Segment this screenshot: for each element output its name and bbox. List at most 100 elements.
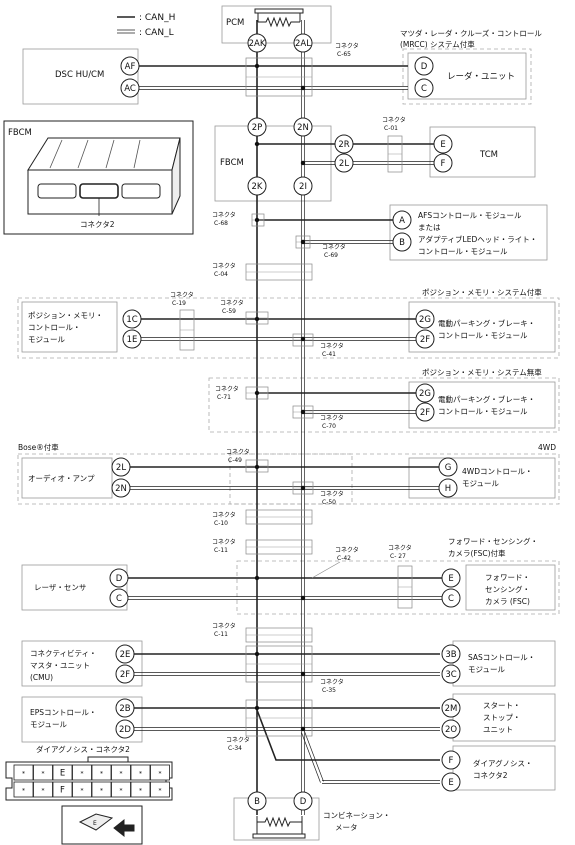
dlc-cell-r2-c6 <box>111 781 131 798</box>
junction-eps-h <box>254 705 260 711</box>
afs-line3: アダプティブLEDヘッド・ライト・ <box>418 234 537 244</box>
dlc-cell-r2-c1 <box>13 781 34 798</box>
dlc-cell-r1-c4 <box>72 764 92 781</box>
epb2-pin-h-label: 2G <box>419 389 431 399</box>
dlc-cell-r1-c8-label: * <box>159 771 162 778</box>
connector-c27-id: C- 27 <box>390 553 406 560</box>
fourwd-pin-h-circle <box>438 457 458 477</box>
afs-box <box>389 204 548 261</box>
afs-line2: または <box>418 223 441 232</box>
fbcm-pin-top-h-label: 2P <box>252 123 263 133</box>
junction-dsc-l <box>300 85 306 91</box>
connector-c49-word: コネクタ <box>226 448 250 456</box>
fbcm-pin-bot-l-circle <box>293 176 313 196</box>
connector-c27-word: コネクタ <box>388 544 412 552</box>
connector-c10-id: C-10 <box>214 520 228 527</box>
dlc-cell-r1-c7-label: * <box>139 771 142 778</box>
dlc-cell-r2-c6-label: * <box>120 788 123 795</box>
fbcm-inset: FBCM コネクタ2 <box>3 120 194 235</box>
pos-mem-module-box <box>21 301 118 353</box>
pcm-pin-l-label: 2AL <box>295 39 311 49</box>
pos-mem-line2: コントロール・ <box>28 323 81 332</box>
connector-c19-word: コネクタ <box>170 291 194 299</box>
connector-c71-word: コネクタ <box>215 385 239 393</box>
epb1-pin-l-circle <box>415 329 435 349</box>
diag-can-h <box>256 709 440 761</box>
junction-cmu-h <box>254 651 260 657</box>
laser-pin-h-label: D <box>116 574 123 584</box>
mrcc-note-line1: マツダ・レーダ・クルーズ・コントロール <box>400 28 542 38</box>
dsc-box <box>22 48 139 105</box>
radar-pin-h-label: D <box>421 62 428 72</box>
cmu-line3: (CMU) <box>30 673 53 682</box>
fourwd-note: 4WD <box>538 443 556 452</box>
dlc-cell-r2-c8 <box>150 781 170 798</box>
diag-can-l-diag-b <box>304 731 324 782</box>
cmu-pin-l-label: 2F <box>120 670 130 680</box>
dlc-cell-r2-c4 <box>72 781 92 798</box>
laser-pin-l-circle <box>109 588 129 608</box>
epb2-pin-l-label: 2F <box>420 408 430 418</box>
connector-c35-id: C-35 <box>322 687 336 694</box>
dlc-cell-r2-c7-label: * <box>139 788 142 795</box>
diag-pin-l-label: E <box>448 778 453 788</box>
junction-epb2-h <box>254 390 260 396</box>
fbcm-inset-tag: FBCM <box>8 128 32 138</box>
diag-can-l-diag-a <box>301 732 321 783</box>
connector-c04-word: コネクタ <box>212 262 236 270</box>
dlc-cell-r1-c3 <box>52 764 73 781</box>
afs-line1: AFSコントロール・モジュール <box>418 211 522 220</box>
junction-laser-l <box>300 595 306 601</box>
legend: : CAN_H : CAN_L <box>117 13 175 38</box>
epb1-box <box>408 301 556 353</box>
junction-audio-h <box>254 464 260 470</box>
bose-note: Bose®付車 <box>18 442 59 452</box>
fbcm-pin-bot-l-label: 2I <box>299 182 307 192</box>
pos-mem-line3: モジュール <box>28 335 65 344</box>
pos-mem-with-note: ポジション・メモリ・システム付車 <box>422 287 542 297</box>
epb2-line2: コントロール・モジュール <box>438 407 528 416</box>
audio-pin-l-circle <box>111 478 131 498</box>
sas-pin-l-label: 3C <box>445 670 456 680</box>
fsc-note-line2: カメラ(FSC)付車 <box>448 548 506 558</box>
fbcm-pin-top-h-circle <box>247 117 267 137</box>
junction-eps-l <box>300 726 306 732</box>
dlc-cell-r2-c2-label: * <box>42 788 45 795</box>
pcm-pin-h-circle <box>247 33 267 53</box>
fsc-line1: フォワード・ <box>485 573 530 582</box>
fsc-pin-h-label: E <box>448 574 453 584</box>
connector-c34-id: C-34 <box>228 745 242 752</box>
diag-pin-l-circle <box>441 772 461 792</box>
fsc-box <box>465 564 556 611</box>
epb1-line2: コントロール・モジュール <box>438 331 528 340</box>
fbcm-pin-top-l-circle <box>293 117 313 137</box>
connector-c42-leader <box>311 561 341 579</box>
epb1-line1: 電動パーキング・ブレーキ・ <box>438 318 535 328</box>
connector-c68-word: コネクタ <box>212 211 236 219</box>
fbcm-pin-bot-h-circle <box>247 176 267 196</box>
mrcc-dashed-box <box>402 48 532 105</box>
pos-mem-pin-h-label: 1C <box>126 315 137 325</box>
cmu-pin-h-circle <box>115 644 135 664</box>
eps-pin-h-label: 2B <box>119 704 130 714</box>
radar-title: レーダ・ユニット <box>447 71 515 82</box>
fsc-pin-l-circle <box>441 588 461 608</box>
fbcm-tcm-pin-h-label: 2R <box>338 140 349 150</box>
combi-line2: メータ <box>335 823 358 832</box>
dsc-title: DSC HU/CM <box>55 70 104 80</box>
afs-pin-h-circle <box>392 210 412 230</box>
fourwd-line2: モジュール <box>462 479 499 488</box>
junction-afs-l <box>300 239 306 245</box>
fourwd-pin-h-label: G <box>445 463 452 473</box>
radar-pin-l-circle <box>414 78 434 98</box>
afs-line4: コントロール・モジュール <box>418 247 508 256</box>
junction-dsc-h <box>254 63 260 69</box>
connector-c01-word: コネクタ <box>382 116 406 124</box>
start-stop-line2: ストップ・ <box>483 713 521 722</box>
junction-laser-h <box>254 575 260 581</box>
fsc-pin-l-label: C <box>448 594 454 604</box>
cmu-pin-l-circle <box>115 664 135 684</box>
connector-c41-id: C-41 <box>322 351 336 358</box>
connector-c04-id: C-04 <box>214 271 228 278</box>
